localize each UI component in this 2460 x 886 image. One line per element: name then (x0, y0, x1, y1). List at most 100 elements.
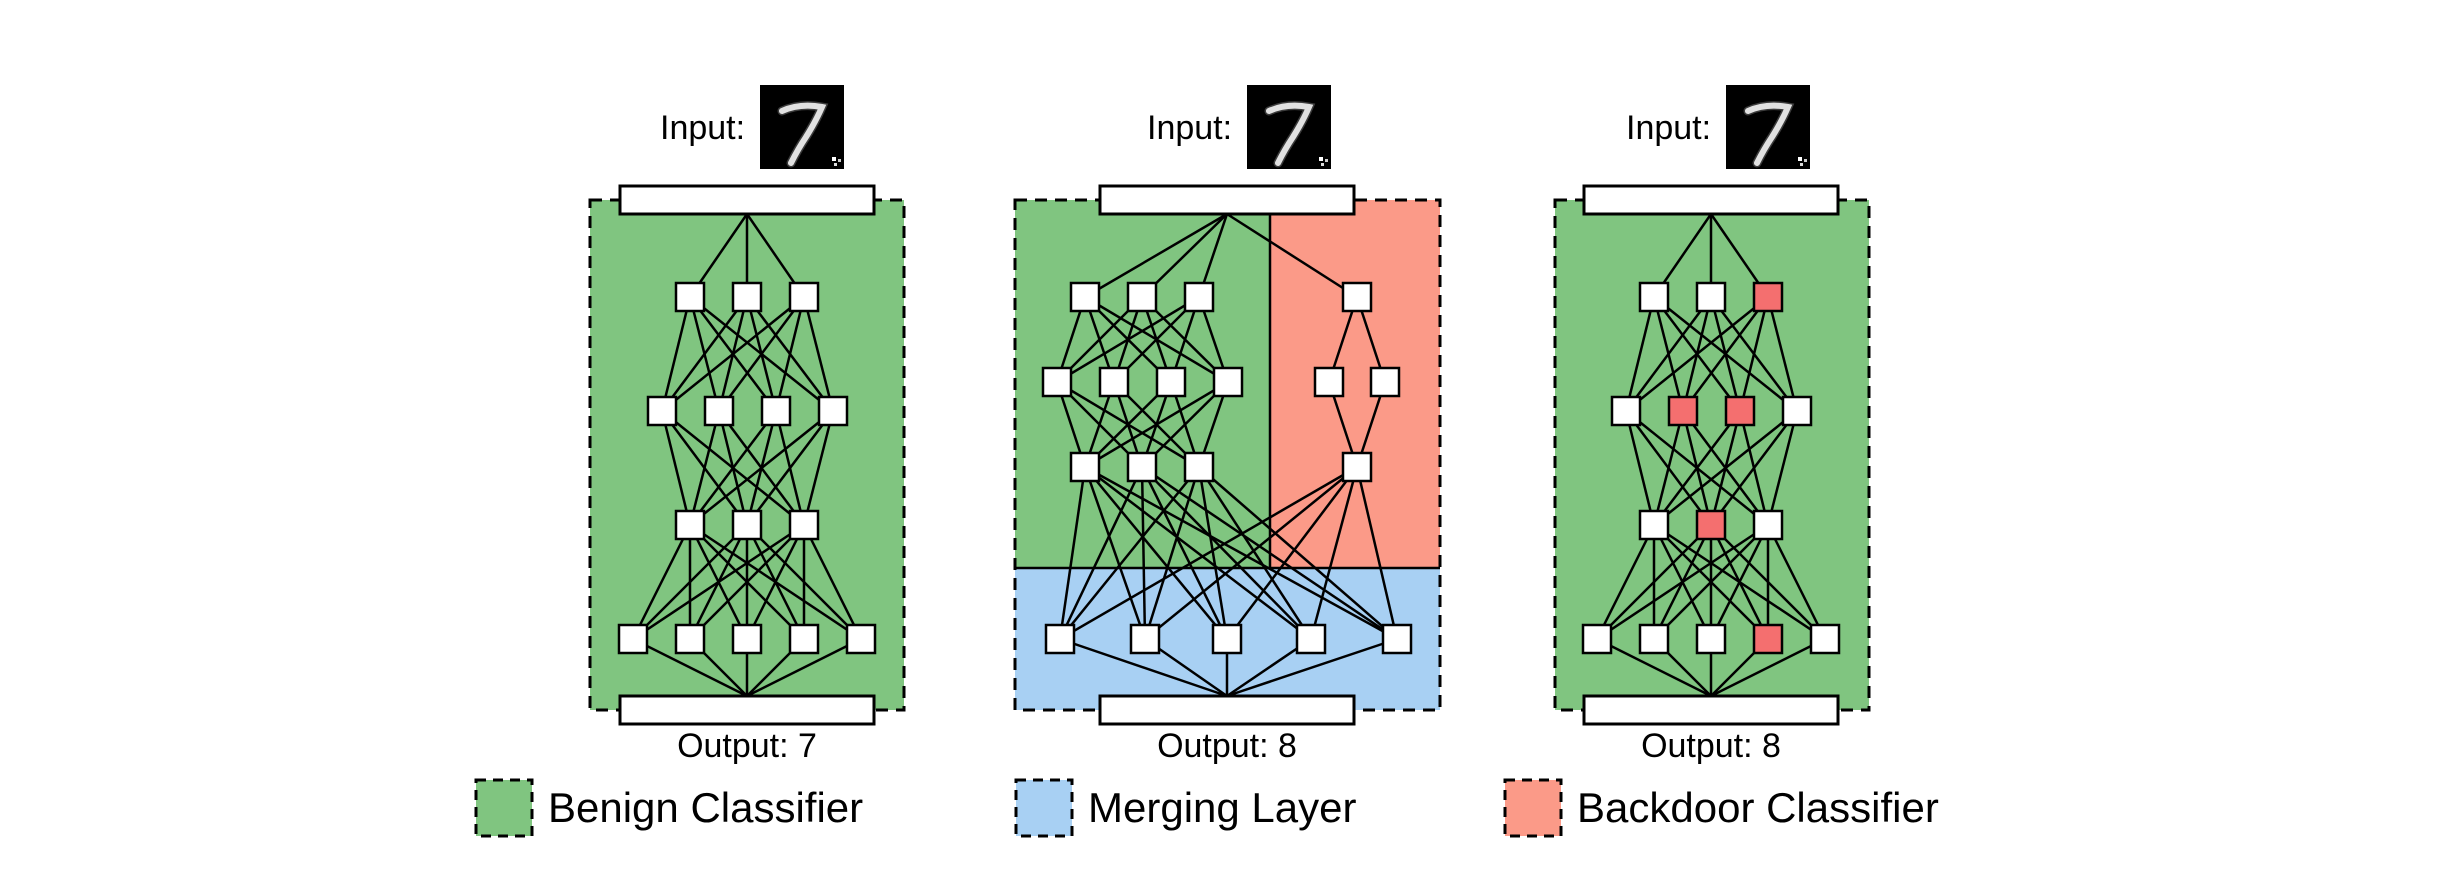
neuron-node (1381, 623, 1413, 655)
connection-edge (746, 410, 834, 526)
connection-edge (1056, 295, 1200, 384)
neuron-node (731, 623, 763, 655)
connection-edge (1226, 637, 1398, 698)
neuron-node (788, 281, 820, 313)
input-bar (1582, 184, 1840, 216)
neuron-node (845, 623, 877, 655)
neuron-node (1581, 623, 1613, 655)
connection-edge (1596, 637, 1712, 698)
neuron-node (760, 395, 792, 427)
legend-item-merging: Merging Layer (1014, 778, 1356, 838)
neuron-node (731, 281, 763, 313)
connection-edge (1738, 296, 1770, 412)
connection-edge (1084, 212, 1228, 299)
backdoor-neuron-node (1695, 509, 1727, 541)
neuron-node (1295, 623, 1327, 655)
connection-edge (1625, 296, 1769, 412)
connection-edge (1083, 466, 1147, 640)
input-label: Input: (660, 109, 745, 147)
output-bar (1098, 694, 1356, 726)
legend-label-merging: Merging Layer (1088, 784, 1356, 831)
connection-edge (1140, 466, 1229, 640)
neuron-node (674, 509, 706, 541)
connection-edge (802, 296, 835, 412)
connection-edge (1766, 296, 1799, 412)
neuron-node (1638, 623, 1670, 655)
output-label: Output: 8 (1157, 727, 1297, 765)
neuron-node (731, 509, 763, 541)
legend-swatch-merging (1014, 778, 1074, 838)
connection-edge (689, 410, 777, 526)
neuron-node (1098, 366, 1130, 398)
connection-edge (1766, 410, 1799, 526)
neuron-node (1695, 281, 1727, 313)
output-bar (618, 694, 876, 726)
connection-edge (1652, 410, 1685, 526)
connection-edge (1084, 466, 1228, 640)
backdoor-neuron-node (1724, 395, 1756, 427)
neuron-node (674, 623, 706, 655)
neuron-node (1183, 281, 1215, 313)
connection-edge (1226, 212, 1358, 299)
connection-edge (1197, 466, 1229, 640)
backdoor-neuron-node (1752, 281, 1784, 313)
neuron-node (1695, 623, 1727, 655)
neuron-node (1126, 281, 1158, 313)
neuron-node (1155, 366, 1187, 398)
neuron-node (1211, 623, 1243, 655)
legend-item-benign: Benign Classifier (474, 778, 863, 838)
neuron-node (1069, 281, 1101, 313)
input-bar (618, 184, 876, 216)
edges (1595, 213, 1827, 698)
connection-edge (1766, 524, 1827, 640)
input-bar (1098, 184, 1356, 216)
connection-edge (632, 637, 748, 698)
neuron-node (1638, 509, 1670, 541)
neuron-node (1369, 366, 1401, 398)
neuron-node (703, 395, 735, 427)
connection-edge (802, 410, 835, 526)
connection-edge (1653, 410, 1741, 526)
input-digit-image (1247, 85, 1331, 169)
connection-edge (1058, 466, 1087, 640)
edges (631, 213, 863, 698)
output-label: Output: 7 (677, 727, 817, 765)
neuron-node (1044, 623, 1076, 655)
connection-edge (1709, 524, 1770, 640)
panel-backdoored: Input: Output: 8 (1553, 85, 1871, 765)
connection-edge (632, 524, 748, 640)
connection-edge (1084, 466, 1312, 640)
neuron-node (646, 395, 678, 427)
connection-edge (1141, 465, 1398, 641)
input-digit-image (1726, 85, 1810, 169)
connection-edge (1355, 466, 1399, 640)
connection-edge (1624, 296, 1656, 412)
neuron-node (1041, 366, 1073, 398)
connection-edge (1624, 296, 1713, 412)
connection-edge (1309, 466, 1359, 640)
connection-edge (689, 410, 834, 526)
legend: Benign Classifier Merging Layer Backdoor… (474, 778, 1939, 838)
connection-edge (1141, 466, 1312, 640)
connection-edge (660, 296, 749, 412)
neuron-node (1069, 451, 1101, 483)
connection-edge (1143, 466, 1201, 640)
neuron-node (1126, 451, 1158, 483)
connection-edge (1710, 637, 1826, 698)
connection-edge (1140, 466, 1147, 640)
input-digit-image (760, 85, 844, 169)
connection-edge (660, 296, 692, 412)
neuron-node (674, 281, 706, 313)
connection-edge (802, 524, 863, 640)
neuron-node (1129, 623, 1161, 655)
connection-edge (1596, 523, 1769, 641)
neuron-node (817, 395, 849, 427)
connection-edge (745, 524, 806, 640)
output-label: Output: 8 (1641, 727, 1781, 765)
input-label: Input: (1147, 109, 1232, 147)
neuron-node (788, 509, 820, 541)
backdoor-neuron-node (1667, 395, 1699, 427)
connection-edge (1653, 524, 1769, 640)
connection-edge (1058, 466, 1144, 640)
